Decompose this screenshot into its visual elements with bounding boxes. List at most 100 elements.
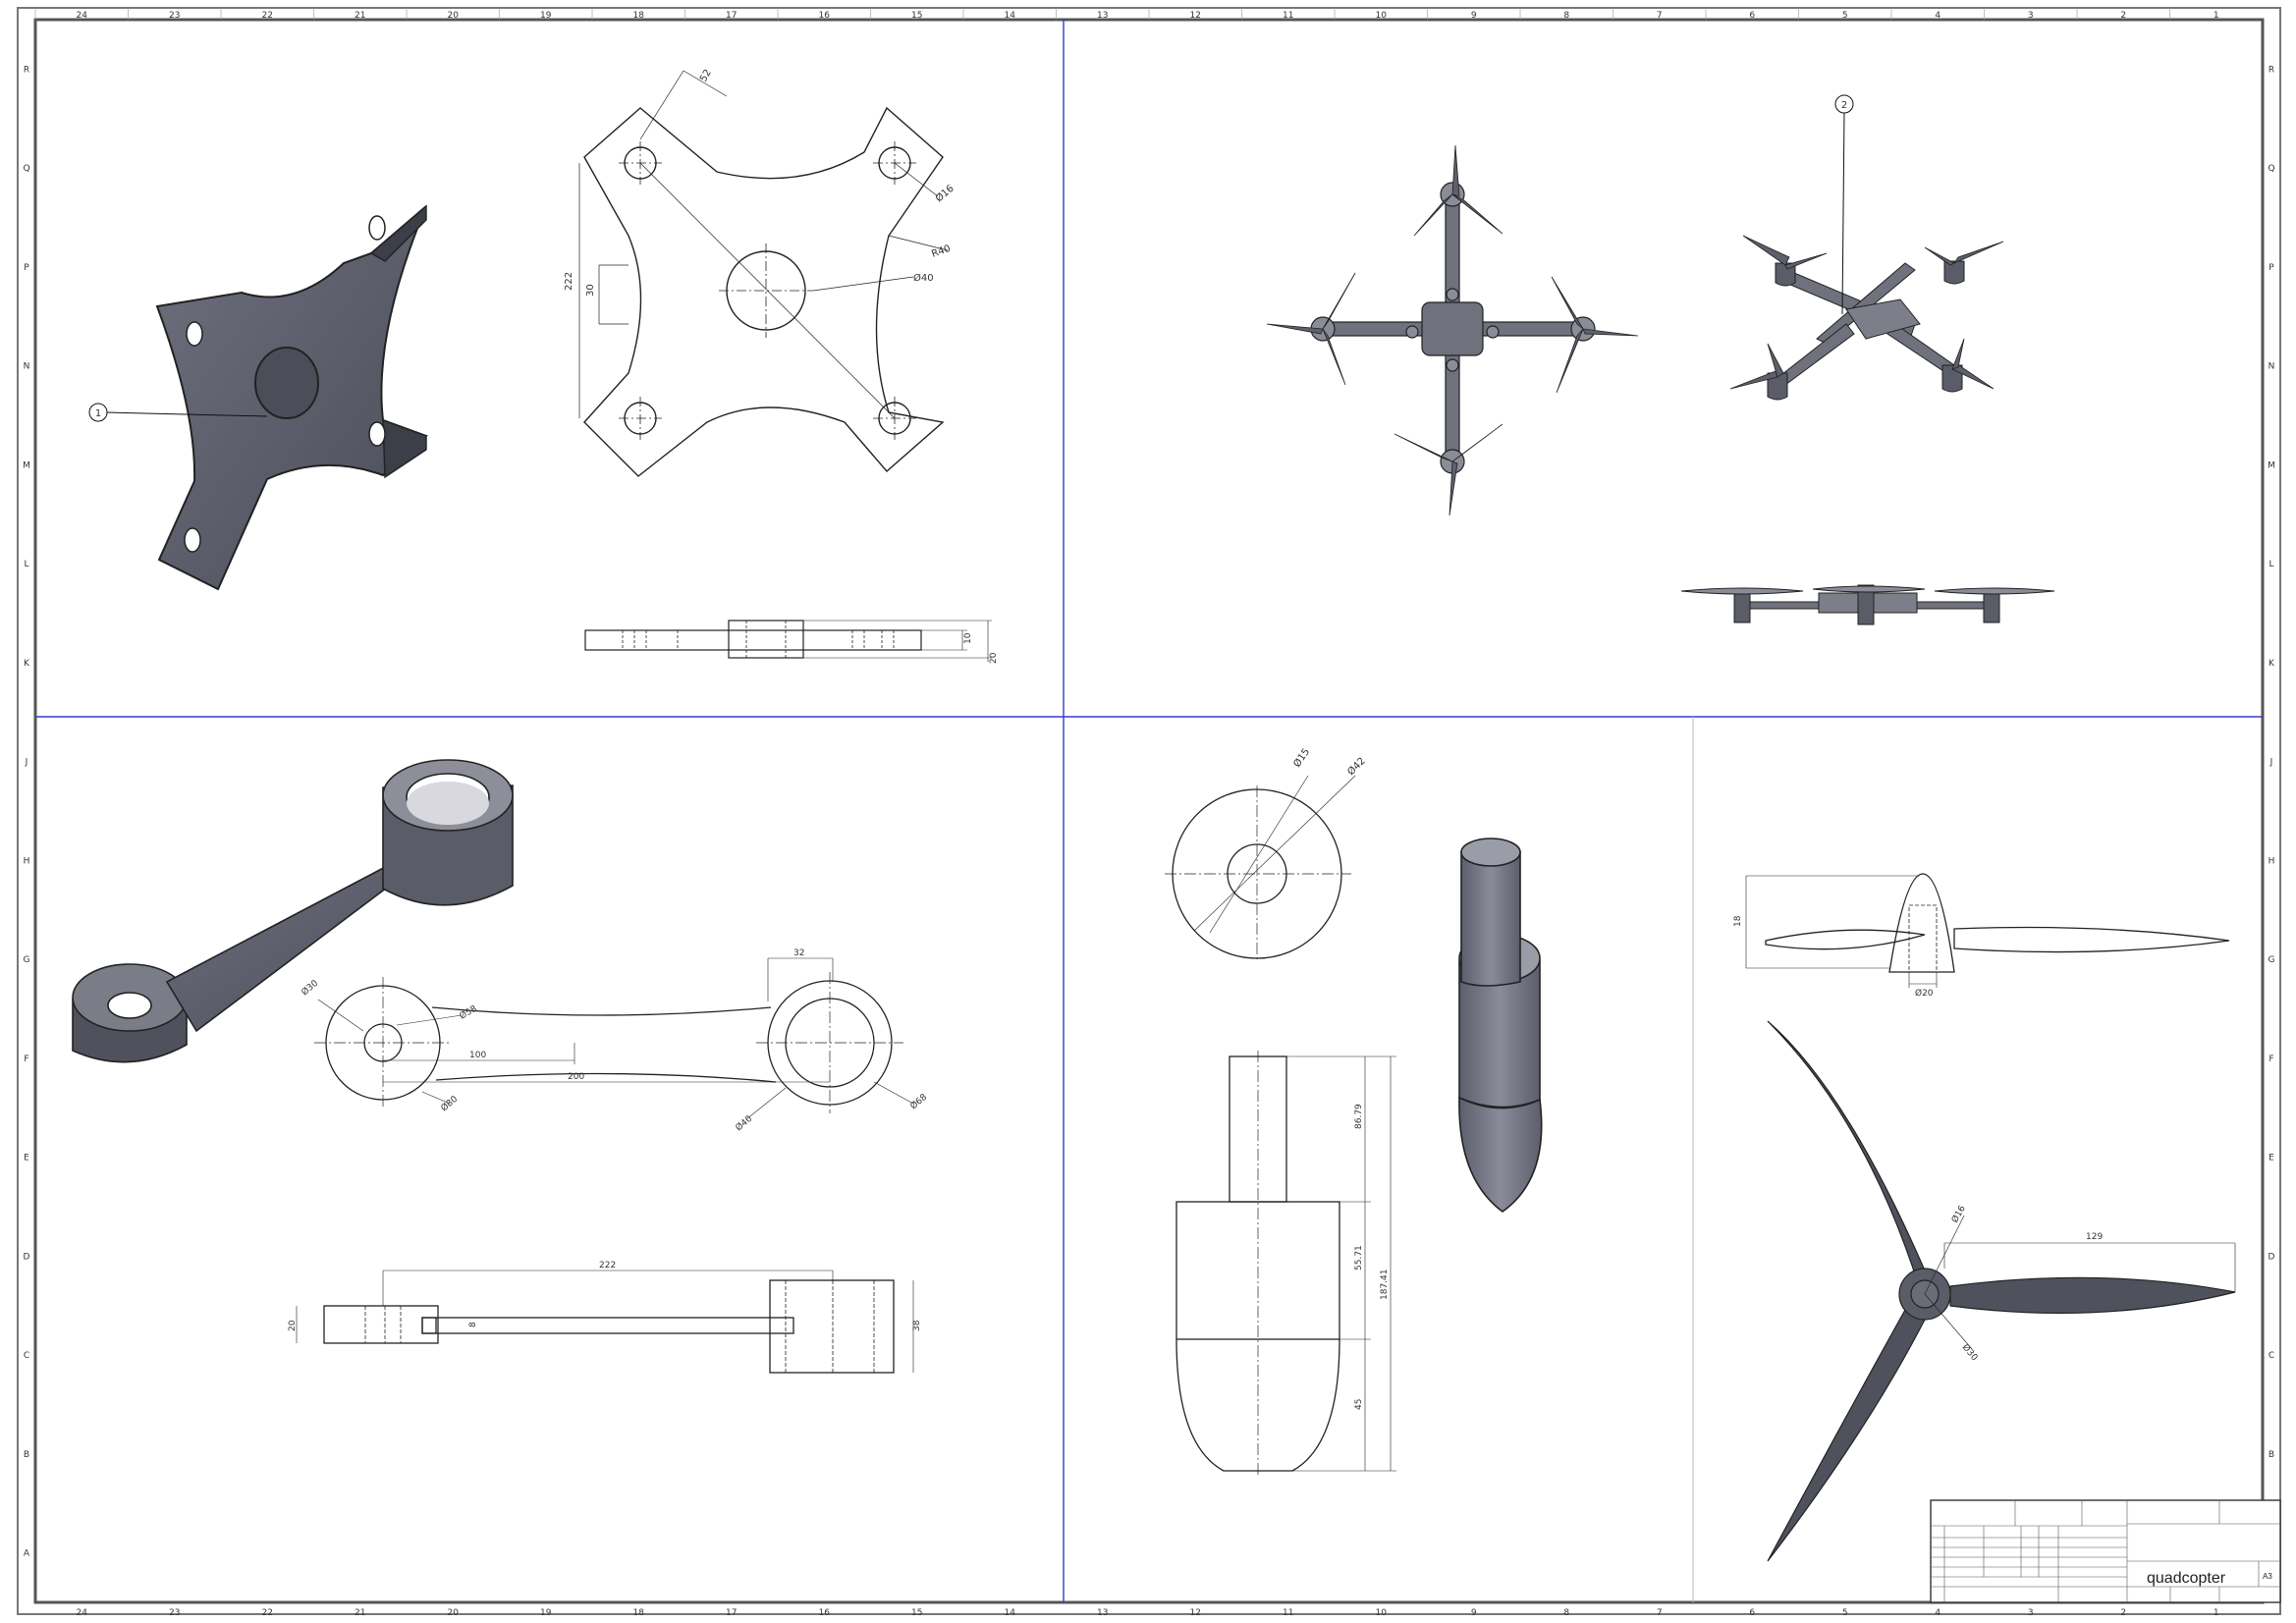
zone-number: 20 [448, 11, 460, 21]
zone-letter: L [2269, 560, 2273, 569]
zone-letter: F [2269, 1055, 2273, 1064]
dim-200: 200 [568, 1072, 584, 1082]
zone-number: 21 [355, 1608, 365, 1618]
dim-100: 100 [469, 1051, 486, 1060]
zone-letter: N [2269, 362, 2275, 372]
zone-number: 21 [355, 11, 365, 21]
zone-letter: J [2269, 758, 2273, 768]
zone-number: 17 [726, 1608, 737, 1618]
zone-number: 18 [633, 11, 645, 21]
zone-number: 12 [1190, 1608, 1201, 1618]
zone-number: 10 [1376, 11, 1388, 21]
zone-letter: D [24, 1252, 30, 1262]
motor-side-dims: 86.79 55.71 187.41 45 [1354, 1104, 1390, 1410]
frame-plate-side-dims: 10 20 [963, 632, 999, 664]
zone-letter: E [24, 1154, 29, 1163]
dim-d40: Ø40 [913, 272, 934, 284]
assembly-isometric [1729, 235, 2004, 401]
zone-number: 14 [1005, 11, 1016, 21]
assembly-top-view [1266, 144, 1639, 516]
zone-letter: E [2269, 1154, 2274, 1163]
dim-222: 222 [564, 272, 574, 291]
dim-187-41: 187.41 [1380, 1270, 1390, 1301]
zone-number: 19 [540, 1608, 552, 1618]
dim-d42: Ø42 [1345, 755, 1368, 778]
zone-letter: D [2269, 1252, 2275, 1262]
arm-isometric [72, 759, 514, 1063]
zone-number: 6 [1749, 11, 1755, 21]
zone-letter: P [2269, 263, 2274, 273]
zone-number: 19 [540, 11, 552, 21]
zone-number: 2 [2120, 11, 2126, 21]
zone-number: 13 [1097, 1608, 1108, 1618]
dim-20: 20 [288, 1320, 298, 1331]
sheet-border [17, 7, 2281, 1615]
zone-letter: Q [2268, 164, 2274, 174]
zone-number: 20 [448, 1608, 460, 1618]
dim-d15: Ø15 [1291, 746, 1313, 770]
propeller-front-view [1767, 1020, 2236, 1562]
dim-d30: Ø30 [1960, 1342, 1981, 1363]
arm-top-view [314, 957, 914, 1120]
dim-20: 20 [989, 652, 999, 664]
zone-number: 16 [819, 1608, 831, 1618]
zone-number: 5 [1842, 11, 1848, 21]
arm-side-dims: 222 20 8 38 [288, 1261, 922, 1331]
zone-letter: G [24, 955, 30, 965]
motor-side-view [1175, 1051, 1396, 1477]
dim-30: 30 [585, 284, 596, 297]
dim-55-71: 55.71 [1354, 1245, 1364, 1271]
dim-38: 38 [912, 1320, 922, 1331]
zone-letter: K [24, 659, 30, 669]
zone-letter: F [24, 1055, 28, 1064]
zone-number: 16 [819, 11, 831, 21]
balloon-2: 2 [1834, 94, 1854, 315]
zone-number: 14 [1005, 1608, 1016, 1618]
zone-letter: G [2269, 955, 2275, 965]
zone-number: 23 [169, 11, 180, 21]
zone-letter: M [2268, 460, 2275, 470]
zone-number: 6 [1749, 1608, 1755, 1618]
dim-r40: R40 [930, 243, 952, 260]
arm-top-dims: Ø30 Ø58 Ø80 Ø40 Ø68 100 200 32 [300, 948, 929, 1133]
zone-letter: H [24, 856, 30, 866]
dim-222: 222 [599, 1261, 616, 1271]
zone-letter: C [24, 1351, 29, 1361]
view-dividers [35, 20, 2263, 1602]
dim-32: 32 [793, 948, 804, 958]
zone-letter: C [2269, 1351, 2274, 1361]
zone-letter: M [23, 460, 30, 470]
zone-number: 23 [169, 1608, 180, 1618]
drawing-name: quadcopter [2147, 1570, 2226, 1587]
arm-side-view [296, 1270, 914, 1374]
zone-number: 13 [1097, 11, 1108, 21]
propeller-side-view [1745, 873, 2230, 988]
dim-45: 45 [1354, 1399, 1364, 1410]
zone-letters: RRQQPPNNMMLLKKJJHHGGFFEEDDCCBBAA [23, 65, 2275, 1558]
zone-letter: A [24, 1549, 30, 1559]
dim-d40: Ø40 [734, 1113, 754, 1134]
motor-top-dims: Ø15 Ø42 [1291, 746, 1368, 778]
zone-number: 18 [633, 1608, 645, 1618]
zone-letter: R [2269, 65, 2274, 75]
zone-number: 5 [1842, 1608, 1848, 1618]
motor-top-view [1165, 775, 1356, 962]
zone-number: 3 [2028, 1608, 2034, 1618]
frame-plate-isometric [155, 204, 428, 591]
dim-10: 10 [963, 632, 973, 644]
dim-d58: Ø58 [458, 1003, 479, 1022]
zone-numbers: 2424232322222121202019191818171716161515… [34, 8, 2219, 1618]
propeller-side-dims: 18 Ø20 [1733, 915, 1934, 999]
zone-number: 3 [2028, 11, 2034, 21]
dim-d16: Ø16 [933, 183, 957, 204]
frame-plate-dimensions: 52 222 30 Ø16 R40 Ø40 [564, 68, 957, 297]
zone-number: 24 [77, 1608, 88, 1618]
dim-d16: Ø16 [1949, 1204, 1968, 1225]
zone-letter: Q [23, 164, 29, 174]
zone-number: 9 [1471, 1608, 1477, 1618]
dim-86-79: 86.79 [1354, 1104, 1364, 1129]
balloon-1-label: 1 [95, 408, 101, 419]
zone-number: 8 [1563, 11, 1569, 21]
zone-number: 22 [262, 11, 273, 21]
motor-isometric [1458, 838, 1543, 1213]
